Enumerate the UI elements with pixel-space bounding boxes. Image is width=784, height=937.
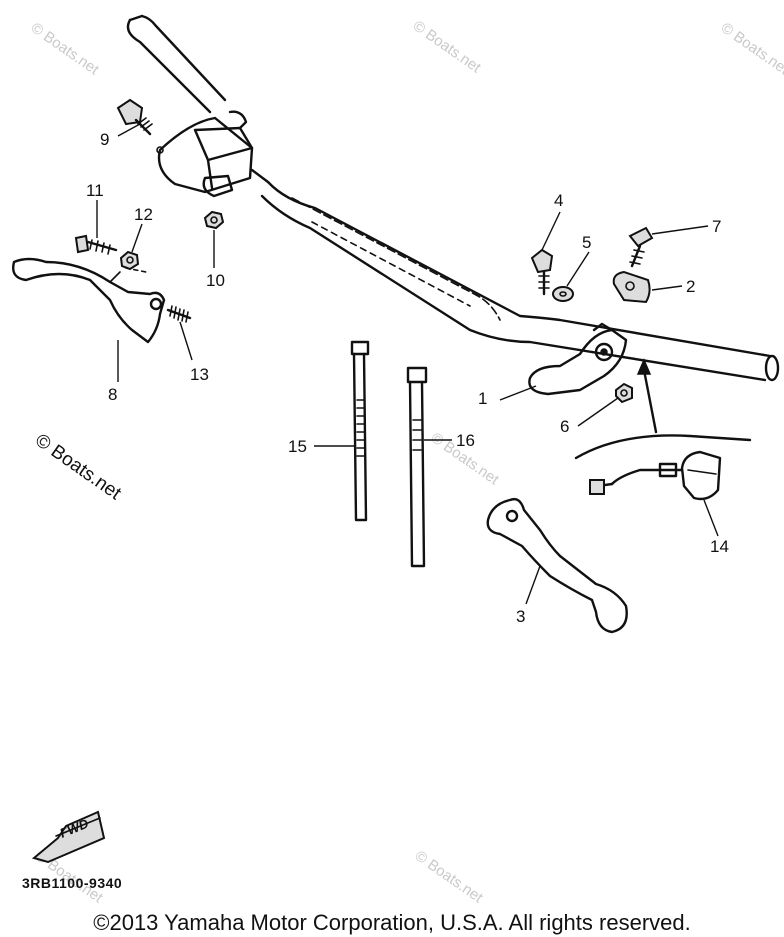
screw-7	[628, 225, 709, 268]
callout-group: 1 2 3 4 5 6 7 8 9 10 11 12 13 14 15 16	[86, 130, 729, 626]
callout-6: 6	[560, 417, 569, 436]
callout-11: 11	[86, 181, 104, 200]
callout-2: 2	[686, 277, 695, 296]
clamp-2	[612, 270, 683, 304]
left-lever-holder	[156, 110, 254, 198]
bolt-11	[74, 200, 118, 255]
cable-tie-15	[314, 340, 370, 522]
spring-13	[166, 305, 193, 361]
watermark: © Boats.net	[412, 847, 487, 906]
callout-3: 3	[516, 607, 525, 626]
nut-12	[119, 223, 143, 271]
copyright-text: ©2013 Yamaha Motor Corporation, U.S.A. A…	[93, 910, 691, 935]
callout-4: 4	[554, 191, 563, 210]
nut-6	[577, 382, 633, 427]
callout-7: 7	[712, 217, 721, 236]
left-lever-8	[12, 257, 166, 382]
switch-14	[589, 450, 722, 537]
callout-9: 9	[100, 130, 109, 149]
watermark: © Boats.net	[410, 17, 485, 76]
callout-15: 15	[288, 437, 307, 456]
bolt-4	[530, 211, 561, 296]
callout-13: 13	[190, 365, 209, 384]
right-lever-3	[486, 497, 628, 634]
bolt-9	[116, 98, 153, 137]
watermark: © Boats.net	[718, 19, 784, 78]
reference-arrow	[574, 358, 752, 460]
callout-5: 5	[582, 233, 591, 252]
side-watermark: © Boats.net	[31, 430, 125, 505]
callout-14: 14	[710, 537, 729, 556]
cable-tie-16	[406, 366, 452, 568]
handlebar	[126, 14, 780, 382]
watermark: © Boats.net	[28, 19, 103, 78]
callout-12: 12	[134, 205, 153, 224]
callout-8: 8	[108, 385, 117, 404]
right-lever-holder-1	[499, 322, 628, 401]
callout-16: 16	[456, 431, 475, 450]
washer-5	[552, 251, 590, 302]
watermark-group: © Boats.net © Boats.net © Boats.net © Bo…	[28, 17, 784, 906]
nut-10	[203, 210, 225, 268]
callout-10: 10	[206, 271, 225, 290]
callout-1: 1	[478, 389, 487, 408]
diagram-code: 3RB1100-9340	[22, 875, 122, 891]
fwd-arrow: FWD	[31, 810, 106, 864]
